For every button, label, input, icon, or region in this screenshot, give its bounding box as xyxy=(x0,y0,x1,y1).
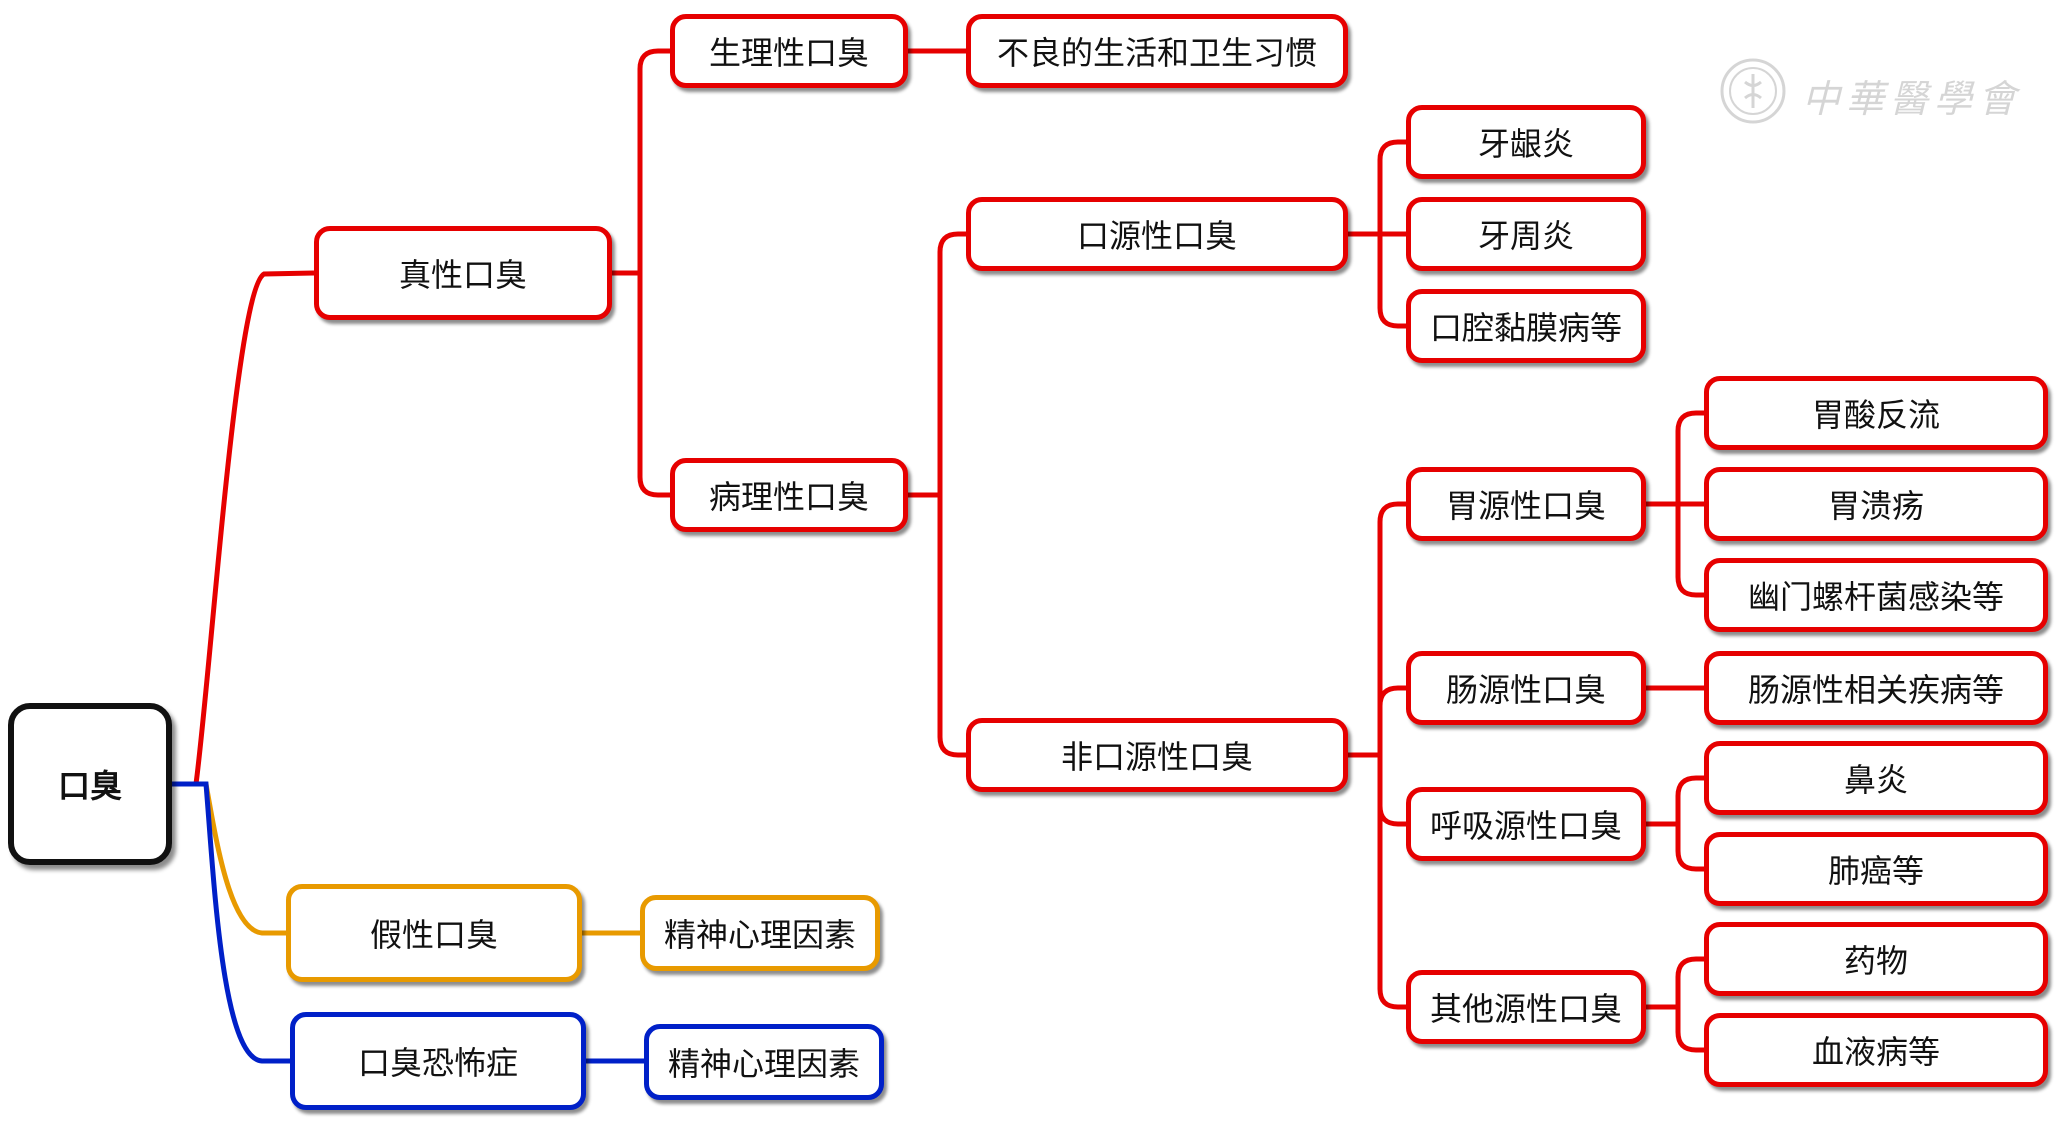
node-gastric-ulcer: 胃溃疡 xyxy=(1704,467,2048,541)
node-periodontitis: 牙周炎 xyxy=(1406,197,1646,271)
connector-non-oral-source xyxy=(1348,501,1406,1010)
connector-genuine xyxy=(612,48,670,498)
connector-pathological xyxy=(908,231,966,758)
node-blood-diseases: 血液病等 xyxy=(1704,1013,2048,1087)
node-gingivitis: 牙龈炎 xyxy=(1406,105,1646,179)
node-lung-cancer: 肺癌等 xyxy=(1704,832,2048,906)
watermark-text: 中華醫學會 xyxy=(1802,77,2023,121)
node-pseudo: 假性口臭 xyxy=(286,884,582,982)
node-drugs: 药物 xyxy=(1704,922,2048,996)
connector-line xyxy=(908,231,966,498)
node-rhinitis: 鼻炎 xyxy=(1704,741,2048,815)
node-oral-source: 口源性口臭 xyxy=(966,197,1348,271)
connector-line xyxy=(1348,752,1406,827)
connector-line xyxy=(1646,956,1704,1010)
connector-line xyxy=(612,48,670,276)
watermark: 中華醫學會 xyxy=(1718,56,2018,128)
connector-line xyxy=(1348,685,1406,758)
connector-line xyxy=(1646,1004,1704,1053)
connector-line xyxy=(908,492,966,758)
connector-line xyxy=(1646,410,1704,507)
connector-gastric-source xyxy=(1646,410,1704,598)
connector-other-source xyxy=(1646,956,1704,1053)
node-pseudo-cause: 精神心理因素 xyxy=(640,895,880,971)
connector-line xyxy=(1348,752,1406,1010)
node-acid-reflux: 胃酸反流 xyxy=(1704,376,2048,450)
connector-line xyxy=(1348,231,1406,329)
connector-line xyxy=(1348,139,1406,237)
connector-line xyxy=(1646,821,1704,872)
node-non-oral-source: 非口源性口臭 xyxy=(966,718,1348,792)
society-emblem-icon xyxy=(1720,58,1786,124)
connector-line xyxy=(1646,775,1704,827)
connector-root-genuine xyxy=(172,270,315,787)
node-oral-mucosa: 口腔黏膜病等 xyxy=(1406,289,1646,363)
node-physiological: 生理性口臭 xyxy=(670,14,908,88)
node-pathological: 病理性口臭 xyxy=(670,458,908,532)
node-intestinal-source: 肠源性口臭 xyxy=(1406,651,1646,725)
node-phobia: 口臭恐怖症 xyxy=(290,1012,586,1110)
connector-line xyxy=(1348,501,1406,758)
connector-line xyxy=(1646,501,1704,598)
node-gastric-source: 胃源性口臭 xyxy=(1406,467,1646,541)
node-other-source: 其他源性口臭 xyxy=(1406,970,1646,1044)
connector-root-phobia xyxy=(172,781,290,1064)
node-phobia-cause: 精神心理因素 xyxy=(644,1024,884,1100)
node-h-pylori: 幽门螺杆菌感染等 xyxy=(1704,558,2048,632)
node-bad-habits: 不良的生活和卫生习惯 xyxy=(966,14,1348,88)
node-respiratory-source: 呼吸源性口臭 xyxy=(1406,787,1646,861)
connector-respiratory-source xyxy=(1646,775,1704,872)
node-genuine: 真性口臭 xyxy=(314,226,612,320)
node-intestinal-diseases: 肠源性相关疾病等 xyxy=(1704,651,2048,725)
root-node: 口臭 xyxy=(8,703,172,865)
connector-line xyxy=(612,270,670,498)
connector-oral-source xyxy=(1348,139,1406,329)
